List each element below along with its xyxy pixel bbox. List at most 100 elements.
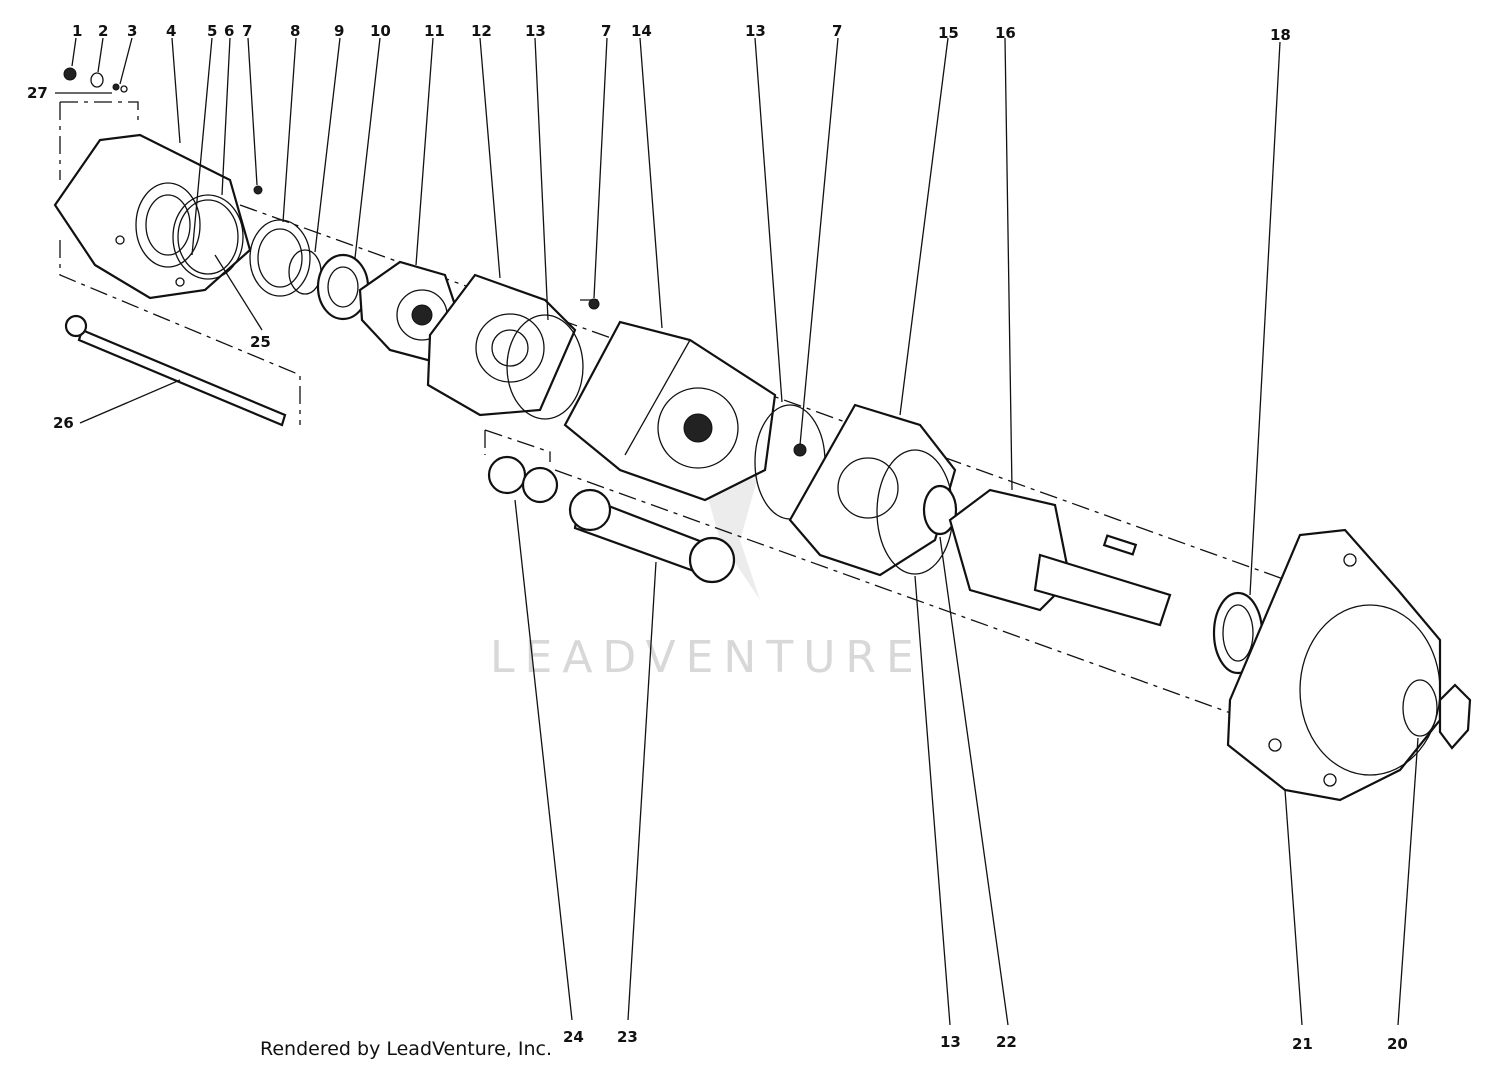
leader-8 — [282, 37, 297, 223]
label-13c: 13 — [940, 1033, 961, 1051]
label-4: 4 — [166, 22, 176, 40]
part-3-spring — [120, 85, 128, 93]
part-26-bolt — [64, 314, 287, 427]
label-7b: 7 — [601, 22, 611, 40]
label-10: 10 — [370, 22, 391, 40]
housing-hole — [115, 235, 125, 245]
leader-13a — [534, 37, 549, 321]
label-11: 11 — [424, 22, 445, 40]
shaft-gear-right — [688, 536, 736, 584]
label-5: 5 — [207, 22, 217, 40]
output-shaft-stem — [1033, 553, 1172, 627]
gear-a — [487, 455, 527, 495]
label-1: 1 — [72, 22, 82, 40]
part-14-gear-housing — [563, 320, 777, 502]
label-12: 12 — [471, 22, 492, 40]
part-21-flange-housing — [1226, 528, 1442, 802]
flange-body — [1226, 528, 1442, 802]
fitting-parts — [63, 67, 128, 93]
label-13b: 13 — [745, 22, 766, 40]
label-24: 24 — [563, 1028, 584, 1046]
label-7a: 7 — [242, 22, 252, 40]
label-20: 20 — [1387, 1035, 1408, 1053]
part-4-housing — [53, 133, 252, 300]
plate-bore — [475, 313, 545, 383]
part-8-thrust-ring — [249, 219, 311, 297]
castle-nut — [1438, 683, 1472, 750]
bracket-top — [60, 101, 139, 122]
leader-13c — [914, 575, 951, 1026]
leader-23 — [627, 561, 657, 1021]
part-10-inner — [327, 266, 359, 308]
flange-hole — [1343, 553, 1357, 567]
housing-hole — [175, 277, 185, 287]
bolt-head — [64, 314, 88, 338]
leader-11 — [415, 37, 434, 266]
leader-15 — [899, 37, 949, 416]
leader-7a — [247, 37, 258, 186]
part-7-seal-1 — [253, 185, 263, 195]
adapter-bore — [837, 457, 899, 519]
part-13-ring-1 — [506, 314, 584, 420]
part-5-ring — [177, 199, 239, 275]
part-20-seal — [1402, 679, 1438, 737]
label-18: 18 — [1270, 26, 1291, 44]
leader-7b — [593, 37, 608, 299]
part-24-gears — [487, 455, 559, 504]
leader-5 — [191, 37, 213, 256]
label-26: 26 — [53, 414, 74, 432]
leader-4 — [171, 37, 181, 144]
label-14: 14 — [631, 22, 652, 40]
leader-9 — [314, 37, 341, 253]
leader-1 — [71, 37, 77, 67]
housing-bore-inner — [145, 194, 191, 256]
part-3-ball — [112, 83, 120, 91]
gear-housing-edge — [624, 339, 691, 456]
bracket-bolt — [59, 240, 301, 425]
bolt-shank — [77, 328, 287, 427]
leader-25 — [214, 254, 263, 331]
flange-hole — [1323, 773, 1337, 787]
leader-20 — [1397, 737, 1419, 1026]
bracket-gears — [484, 429, 551, 462]
leader-2 — [97, 37, 104, 73]
part-7-seal-3 — [793, 443, 807, 457]
part-1-fitting — [63, 67, 77, 81]
gear-housing-body — [563, 320, 777, 502]
label-9: 9 — [334, 22, 344, 40]
label-15: 15 — [938, 24, 959, 42]
rotor-spline — [411, 304, 433, 326]
label-22: 22 — [996, 1033, 1017, 1051]
leader-14 — [639, 37, 663, 329]
leader-16 — [1004, 37, 1013, 491]
part-8-inner — [257, 228, 303, 288]
axis-line-lower — [554, 469, 1251, 721]
watermark: LEADVENTURE — [490, 470, 924, 683]
flange-dome — [1299, 604, 1441, 776]
label-16: 16 — [995, 24, 1016, 42]
leader-3 — [119, 37, 133, 85]
shaft-gear-left — [568, 488, 612, 532]
label-2: 2 — [98, 22, 108, 40]
part-23-shaft — [568, 488, 736, 584]
watermark-logo-shape — [700, 470, 760, 600]
label-13a: 13 — [525, 22, 546, 40]
leader-22 — [939, 536, 1009, 1026]
plate-body — [426, 273, 577, 417]
part-9-washer — [288, 249, 322, 295]
watermark-text: LEADVENTURE — [490, 632, 924, 683]
leader-lines — [55, 37, 1419, 1026]
label-3: 3 — [127, 22, 137, 40]
gear-b — [521, 466, 559, 504]
render-credit: Rendered by LeadVenture, Inc. — [260, 1038, 553, 1060]
label-25: 25 — [250, 333, 271, 351]
part-16-output-shaft — [948, 488, 1172, 627]
leader-24 — [514, 499, 573, 1021]
housing-bore — [135, 182, 201, 268]
leader-21 — [1284, 789, 1303, 1026]
leader-10 — [354, 37, 381, 259]
leader-7c — [799, 37, 839, 446]
shaft-key — [1102, 534, 1138, 556]
leader-26 — [79, 379, 181, 424]
